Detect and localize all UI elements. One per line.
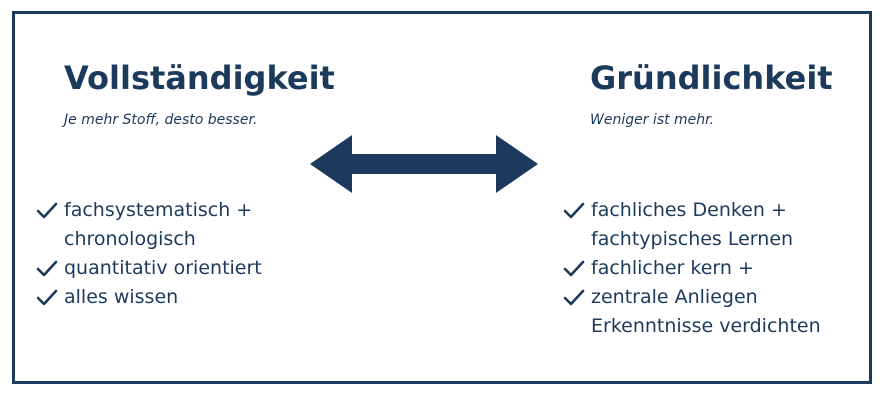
check-icon bbox=[36, 260, 58, 277]
check-icon bbox=[563, 260, 585, 277]
right-subtitle: Weniger ist mehr. bbox=[590, 112, 715, 128]
diagram-frame bbox=[12, 11, 872, 384]
list-item: fachsystematisch + chronologisch bbox=[34, 196, 262, 254]
double-arrow-icon bbox=[310, 135, 538, 193]
list-item-line: fachlicher kern + bbox=[591, 257, 754, 279]
list-item: fachliches Denken + fachtypisches Lernen bbox=[561, 196, 821, 254]
list-item-line: alles wissen bbox=[64, 286, 179, 308]
list-item-line: zentrale Anliegen bbox=[591, 286, 758, 308]
right-list: fachliches Denken + fachtypisches Lernen… bbox=[561, 196, 821, 341]
list-item-line: fachtypisches Lernen bbox=[591, 228, 794, 250]
right-title: Gründlichkeit bbox=[590, 59, 833, 97]
check-icon bbox=[36, 289, 58, 306]
list-item: alles wissen bbox=[34, 283, 262, 312]
list-item: fachlicher kern + bbox=[561, 254, 821, 283]
list-item: quantitativ orientiert bbox=[34, 254, 262, 283]
list-item-line: fachsystematisch + bbox=[64, 199, 253, 221]
list-item-line: quantitativ orientiert bbox=[64, 257, 262, 279]
list-item-line: chronologisch bbox=[64, 228, 196, 250]
check-icon bbox=[563, 202, 585, 219]
check-icon bbox=[563, 289, 585, 306]
check-icon bbox=[36, 202, 58, 219]
left-subtitle: Je mehr Stoff, desto besser. bbox=[64, 112, 258, 128]
list-item-line: Erkenntnisse verdichten bbox=[591, 315, 821, 337]
list-item: zentrale Anliegen Erkenntnisse verdichte… bbox=[561, 283, 821, 341]
list-item-line: fachliches Denken + bbox=[591, 199, 787, 221]
left-title: Vollständigkeit bbox=[64, 59, 335, 97]
left-list: fachsystematisch + chronologisch quantit… bbox=[34, 196, 262, 312]
